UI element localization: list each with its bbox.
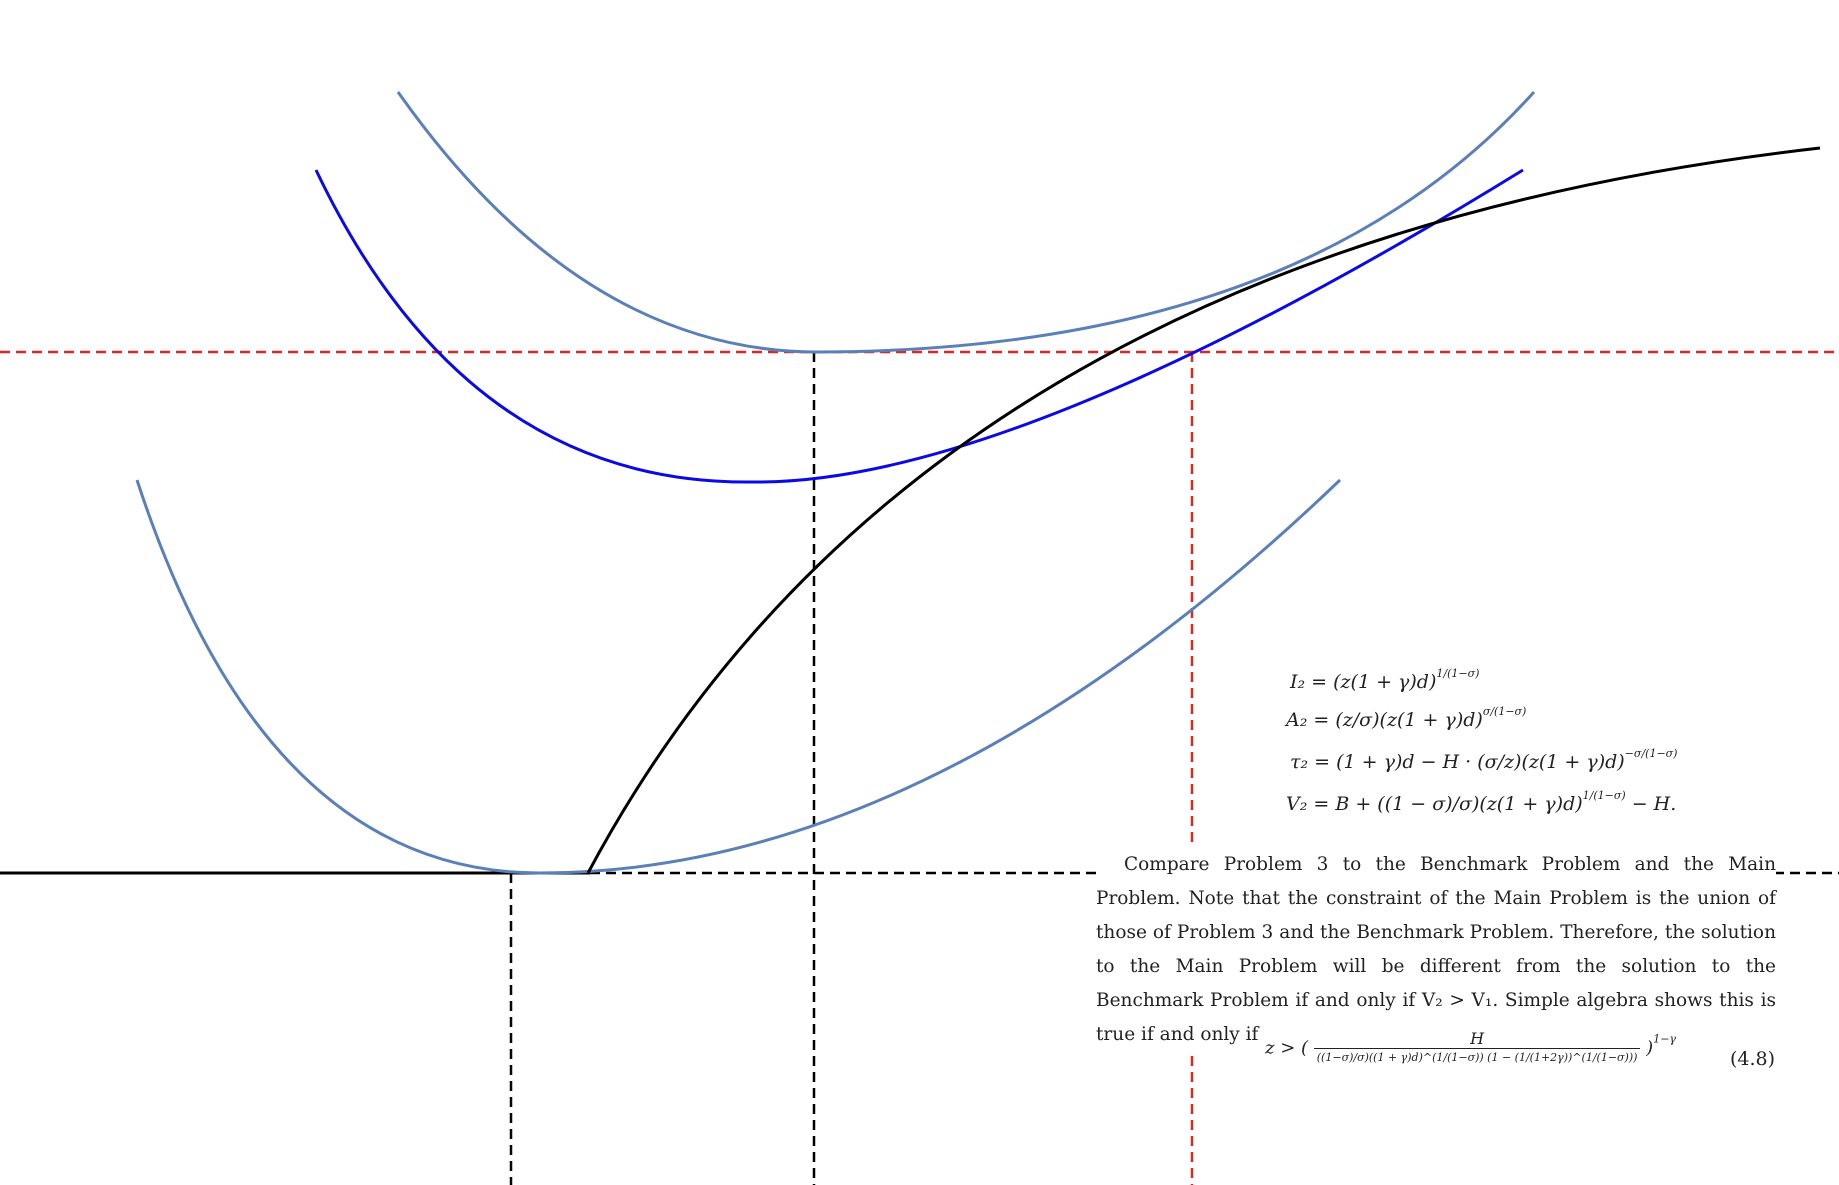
equation-block: I₂ = (z(1 + γ)d)1/(1−σ) A₂ = (z/σ)(z(1 +… bbox=[1280, 655, 1677, 825]
lower-indifference-curve bbox=[135, 478, 1342, 875]
equation-4-8-rhs: ) bbox=[1646, 1037, 1654, 1059]
equation-V2-body: V₂ = B + ((1 − σ)/σ)(z(1 + γ)d) bbox=[1286, 793, 1583, 815]
equation-tau2: τ₂ = (1 + γ)d − H · (σ/z)(z(1 + γ)d)−σ/(… bbox=[1290, 747, 1677, 773]
equation-4-8: z > ( H ((1−σ)/σ)((1 + γ)d)^(1/(1−σ)) (1… bbox=[1265, 1030, 1676, 1067]
equation-4-8-exponent: 1−γ bbox=[1653, 1032, 1676, 1046]
equation-A2-body: A₂ = (z/σ)(z(1 + γ)d) bbox=[1286, 709, 1483, 731]
upper-indifference-curve bbox=[396, 90, 1536, 354]
equation-tau2-exponent: −σ/(1−σ) bbox=[1624, 747, 1678, 760]
frontier-curve bbox=[586, 146, 1821, 874]
equation-I2: I₂ = (z(1 + γ)d)1/(1−σ) bbox=[1290, 667, 1479, 693]
body-paragraph-text: Compare Problem 3 to the Benchmark Probl… bbox=[1096, 854, 1776, 1045]
body-paragraph: Compare Problem 3 to the Benchmark Probl… bbox=[1096, 848, 1776, 1052]
middle-indifference-curve bbox=[314, 168, 1524, 484]
equation-V2-exponent: 1/(1−σ) bbox=[1582, 789, 1626, 802]
equation-A2-exponent: σ/(1−σ) bbox=[1482, 705, 1527, 718]
equation-I2-body: I₂ = (z(1 + γ)d) bbox=[1290, 671, 1437, 693]
equation-V2-tail: − H. bbox=[1625, 793, 1677, 815]
equation-I2-exponent: 1/(1−σ) bbox=[1436, 667, 1480, 680]
equation-4-8-fraction: H ((1−σ)/σ)((1 + γ)d)^(1/(1−σ)) (1 − (1/… bbox=[1313, 1030, 1641, 1067]
equation-number: (4.8) bbox=[1730, 1048, 1776, 1070]
equation-V2: V₂ = B + ((1 − σ)/σ)(z(1 + γ)d)1/(1−σ) −… bbox=[1286, 789, 1676, 815]
equation-tau2-body: τ₂ = (1 + γ)d − H · (σ/z)(z(1 + γ)d) bbox=[1290, 751, 1625, 773]
equation-4-8-numerator: H bbox=[1313, 1030, 1641, 1049]
equation-A2: A₂ = (z/σ)(z(1 + γ)d)σ/(1−σ) bbox=[1286, 705, 1526, 731]
equation-4-8-denominator: ((1−σ)/σ)((1 + γ)d)^(1/(1−σ)) (1 − (1/(1… bbox=[1316, 1051, 1638, 1064]
equation-4-8-lhs: z > ( bbox=[1265, 1037, 1309, 1059]
